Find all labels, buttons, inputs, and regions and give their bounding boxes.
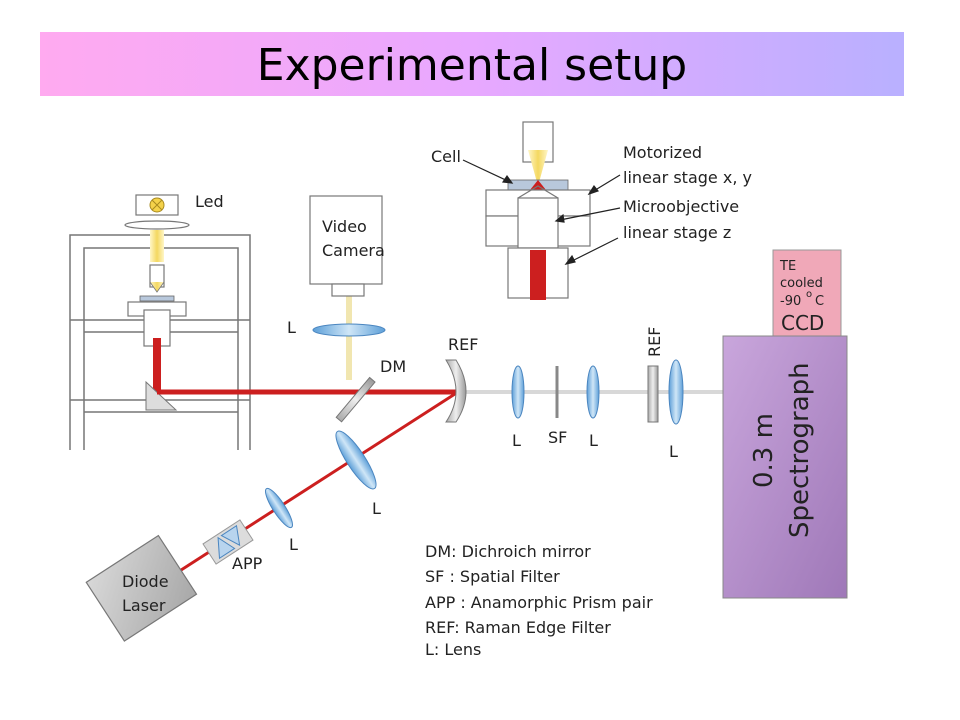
lens-label: L bbox=[287, 318, 296, 337]
ccd bbox=[772, 249, 842, 337]
ccd-note-2: cooled bbox=[780, 276, 823, 291]
ref-label-vertical: REF bbox=[645, 327, 664, 357]
dm-label: DM bbox=[380, 357, 406, 376]
motorized-label-2: linear stage x, y bbox=[623, 168, 752, 187]
lens-icon bbox=[586, 365, 600, 419]
spectrograph-label-1: 0.3 m bbox=[749, 413, 779, 488]
ccd-note-4: C bbox=[815, 294, 824, 309]
title-bar: Experimental setup bbox=[40, 32, 904, 96]
anamorphic-prism-pair bbox=[202, 519, 254, 565]
spectrograph bbox=[722, 335, 848, 599]
inset-microscope bbox=[485, 121, 591, 300]
video-camera-label-2: Camera bbox=[322, 241, 385, 260]
lens-icon bbox=[511, 365, 525, 419]
lens-label: L bbox=[669, 442, 678, 461]
ccd-label: CCD bbox=[781, 311, 824, 335]
legend-item: L: Lens bbox=[425, 640, 481, 659]
lens-icon bbox=[335, 430, 377, 490]
microscope-stage bbox=[127, 264, 187, 411]
ref-label: REF bbox=[448, 335, 478, 354]
motorized-label-1: Motorized bbox=[623, 143, 702, 162]
sf-label: SF bbox=[548, 428, 567, 447]
video-camera-label-1: Video bbox=[322, 217, 367, 236]
ccd-note-3: -90 bbox=[780, 294, 801, 309]
cell-label: Cell bbox=[431, 147, 461, 166]
legend-item: APP : Anamorphic Prism pair bbox=[425, 593, 653, 612]
video-camera bbox=[309, 195, 383, 297]
app-label: APP bbox=[232, 554, 263, 573]
lens-label: L bbox=[589, 431, 598, 450]
lens-icon bbox=[668, 359, 684, 425]
legend-item: REF: Raman Edge Filter bbox=[425, 618, 611, 637]
lens-label: L bbox=[289, 535, 298, 554]
page-title: Experimental setup bbox=[256, 40, 688, 91]
diode-laser-label-2: Laser bbox=[122, 596, 166, 615]
stage-z-label: linear stage z bbox=[623, 223, 731, 242]
led bbox=[124, 194, 190, 262]
lens-label: L bbox=[372, 499, 381, 518]
ref-filter bbox=[647, 365, 659, 423]
lens-icon bbox=[312, 323, 386, 337]
microobjective-label: Microobjective bbox=[623, 197, 739, 216]
legend-item: SF : Spatial Filter bbox=[425, 567, 560, 586]
legend-item: DM: Dichroich mirror bbox=[425, 542, 591, 561]
lens-label: L bbox=[512, 431, 521, 450]
diode-laser bbox=[85, 534, 198, 642]
diode-laser-label-1: Diode bbox=[122, 572, 169, 591]
inset-arrows bbox=[462, 159, 621, 265]
ref-mirror bbox=[445, 359, 467, 423]
dichroic-mirror bbox=[335, 376, 376, 423]
lens-icon bbox=[265, 487, 293, 529]
ccd-note-1: TE bbox=[779, 259, 796, 274]
spectrograph-label-2: Spectrograph bbox=[785, 362, 815, 538]
ccd-note-degree: o bbox=[806, 289, 812, 300]
led-label: Led bbox=[195, 192, 224, 211]
